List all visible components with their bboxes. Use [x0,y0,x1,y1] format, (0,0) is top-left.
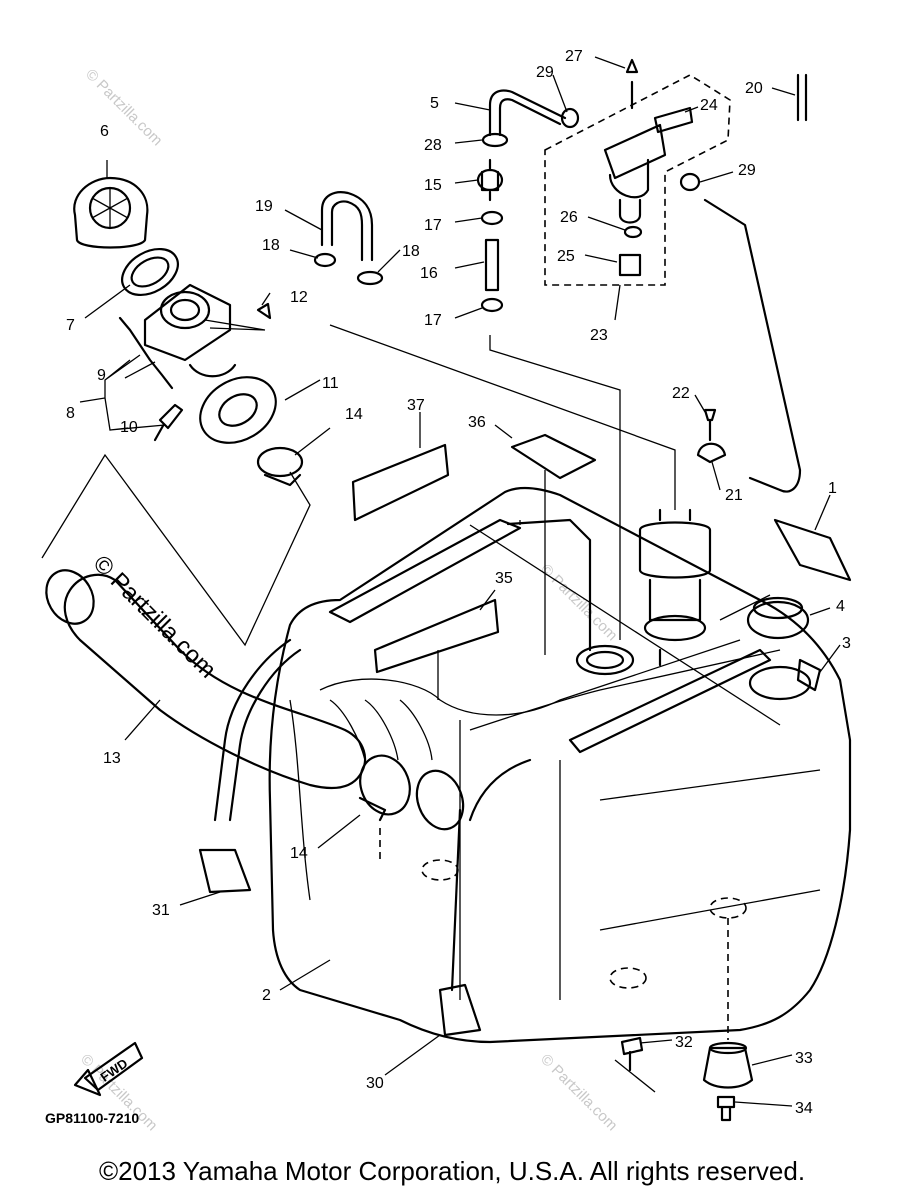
fasteners [620,408,754,1122]
filler-assembly [73,176,304,487]
breather-hose [313,191,384,286]
callout-33: 33 [795,1050,813,1067]
callout-17: 17 [424,217,442,234]
callout-7: 7 [66,317,75,334]
filler-hose [45,569,465,831]
callout-20: 20 [745,80,763,97]
fuel-line-components [476,89,701,313]
callout-22: 22 [672,385,690,402]
fuel-pump-unit [575,508,712,676]
watermark: © Partzilla.com [537,1051,620,1134]
callout-29: 29 [536,64,554,81]
callout-14: 14 [290,845,308,862]
callout-5: 5 [430,95,439,112]
callout-34: 34 [795,1100,813,1117]
callout-29: 29 [738,162,756,179]
callout-8: 8 [66,405,75,422]
decal-labels [351,433,852,674]
callout-11: 11 [322,375,339,392]
callout-2: 2 [262,987,271,1004]
callout-25: 25 [557,248,575,265]
watermark: © Partzilla.com [82,66,165,149]
callout-4: 4 [836,598,845,615]
watermarks: © Partzilla.com © Partzilla.com © Partzi… [77,66,620,1134]
leader-lines [41,56,841,1107]
callout-30: 30 [366,1075,384,1092]
callout-19: 19 [255,198,273,215]
callout-32: 32 [675,1034,693,1051]
drawing-code: GP81100-7210 [45,1110,139,1126]
callout-36: 36 [468,414,486,431]
callout-18: 18 [262,237,280,254]
callout-9: 9 [97,367,106,384]
callout-15: 15 [424,177,442,194]
callout-17: 17 [424,312,442,329]
callout-23: 23 [590,327,608,344]
callout-24: 24 [700,97,718,114]
callout-16: 16 [420,265,438,282]
callout-10: 10 [120,419,138,436]
callout-14: 14 [345,406,363,423]
callout-6: 6 [100,123,109,140]
callout-21: 21 [725,487,743,504]
straps [198,518,772,1037]
fuel-sender-assembly [544,58,808,493]
callout-1: 1 [828,480,837,497]
callout-37: 37 [407,397,425,414]
callout-18: 18 [402,243,420,260]
callout-12: 12 [290,289,308,306]
callout-28: 28 [424,137,442,154]
callout-13: 13 [103,750,121,767]
copyright-notice: ©2013 Yamaha Motor Corporation, U.S.A. A… [98,1156,806,1186]
fuel-tank [268,486,852,1044]
callout-35: 35 [495,570,513,587]
watermark: © Partzilla.com [537,561,620,644]
callout-27: 27 [565,48,583,65]
callout-31: 31 [152,902,170,919]
callout-3: 3 [842,635,851,652]
callout-numbers: 1 2 3 4 5 6 7 8 9 10 11 12 13 14 14 15 1… [66,48,851,1117]
callout-26: 26 [560,209,578,226]
vent-cap-and-clamp [746,596,822,701]
